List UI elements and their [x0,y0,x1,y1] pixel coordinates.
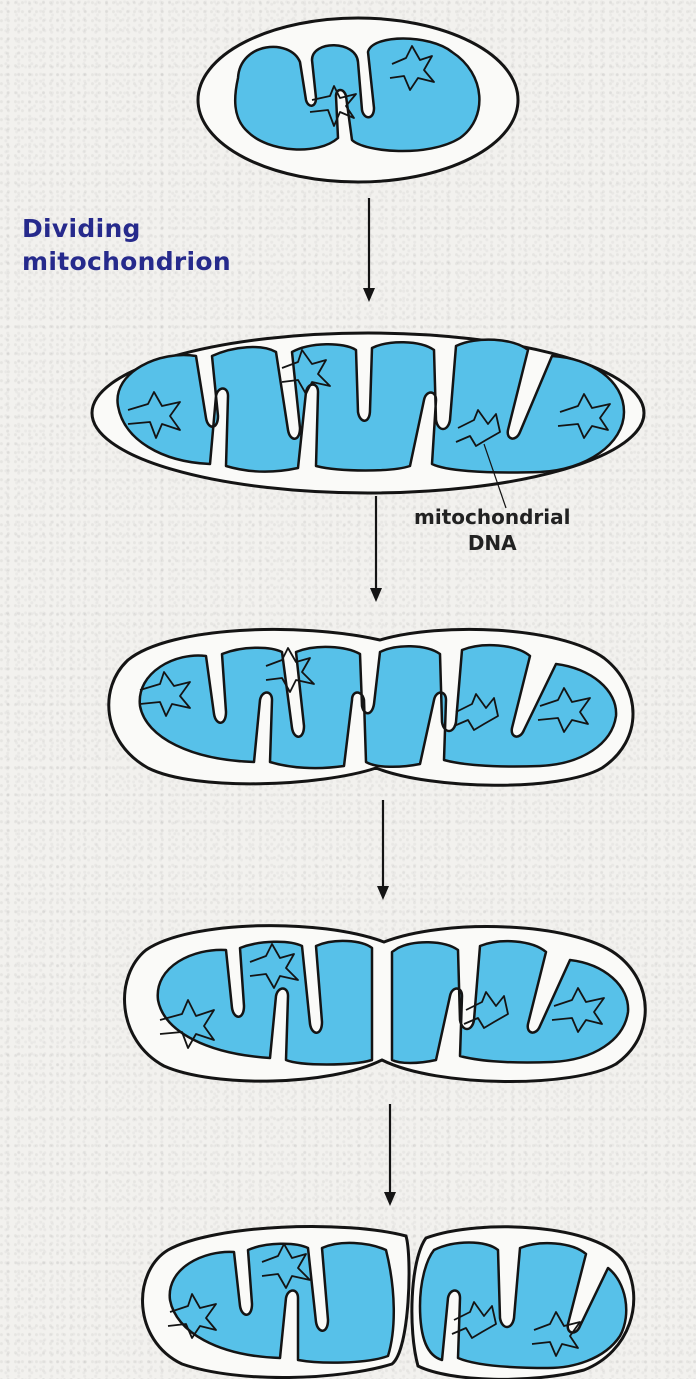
dividing-mitochondrion-label: Dividing mitochondrion [22,212,231,278]
mitochondrion-stage-1 [198,18,518,182]
matrix-inner-membrane [235,39,479,152]
mitochondrion-stage-3 [109,629,633,785]
arrow-down [377,800,389,900]
mitochondrion-stage-5 [143,1227,634,1379]
arrow-down [384,1104,396,1206]
mtdna-label-line-2: DNA [414,530,570,556]
mitochondrion-stage-4 [125,926,646,1082]
mitochondrial-dna-label: mitochondrial DNA [414,504,570,556]
daughter-mitochondrion-left [143,1227,410,1378]
dividing-label-line-2: mitochondrion [22,245,231,278]
dividing-label-line-1: Dividing [22,212,231,245]
arrow-down [370,496,382,602]
daughter-mitochondrion-right [412,1227,634,1379]
mitochondrion-stage-2 [92,333,644,508]
arrow-down [363,198,375,302]
mtdna-label-line-1: mitochondrial [414,504,570,530]
